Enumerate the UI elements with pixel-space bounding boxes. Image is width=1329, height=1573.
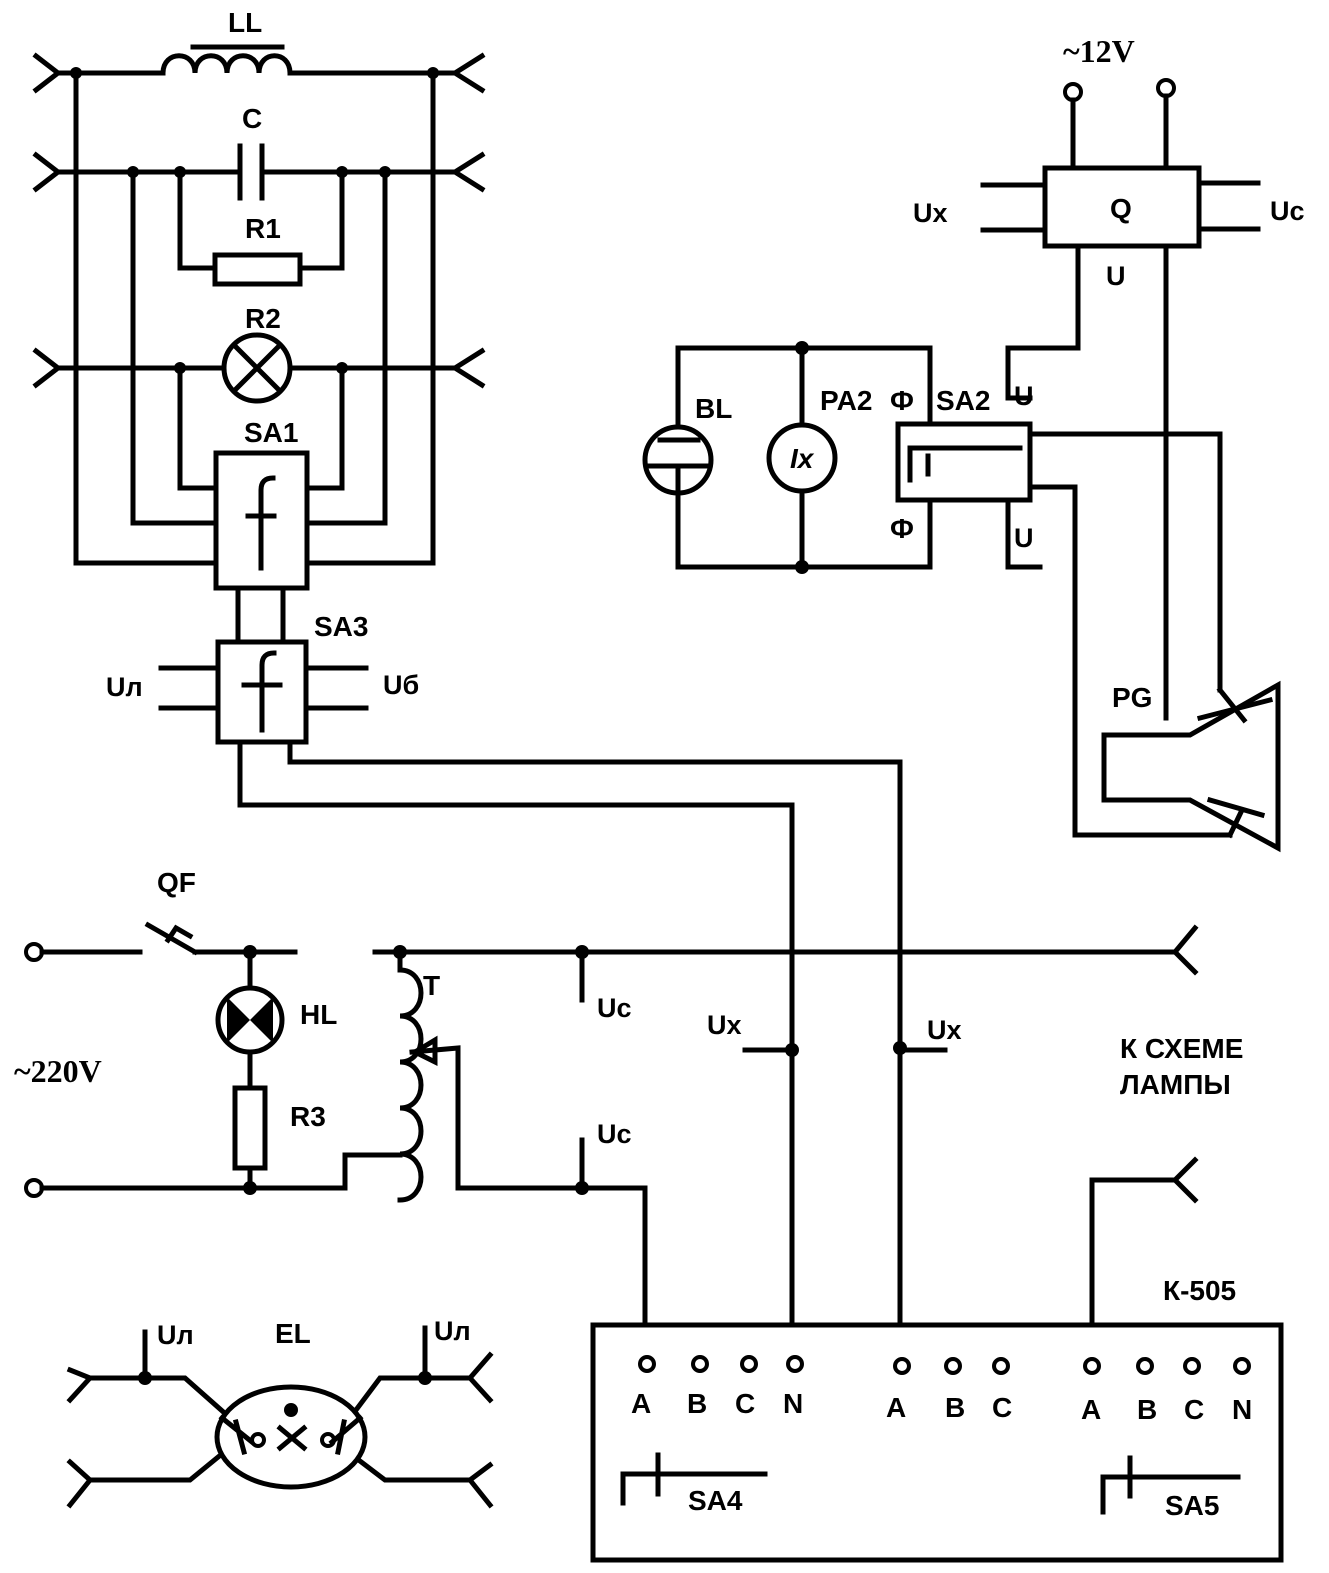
switch-sa1	[213, 450, 310, 591]
switch-sa2	[895, 421, 1233, 838]
meter-pa2	[766, 422, 838, 494]
k505-label-g1-b: B	[687, 1388, 707, 1419]
label-k505: К-505	[1163, 1275, 1236, 1306]
lamp-hl	[215, 985, 285, 1055]
k505-g3-c[interactable]	[1183, 1357, 1201, 1375]
k505-label-g3-b: B	[1137, 1394, 1157, 1425]
k505-g1-n[interactable]	[786, 1355, 804, 1373]
k505-g1-a[interactable]	[638, 1355, 656, 1373]
k505-label-g1-a: A	[631, 1388, 651, 1419]
switch-sa3	[158, 585, 903, 1053]
label-u-sa2-bottom: U	[1014, 523, 1034, 553]
capacitor-c	[237, 143, 265, 201]
switch-sa4	[620, 1452, 768, 1506]
label-r3: R3	[290, 1101, 326, 1132]
label-ll: LL	[228, 7, 262, 38]
label-u-sa2-top: U	[1014, 381, 1034, 411]
k505-label-g1-c: C	[735, 1388, 755, 1419]
switch-q	[980, 165, 1261, 721]
label-el: EL	[275, 1318, 311, 1349]
label-pg: PG	[1112, 682, 1152, 713]
label-uc-bottom: Uc	[597, 1119, 632, 1149]
label-sa3: SA3	[314, 611, 368, 642]
label-sa2: SA2	[936, 385, 990, 416]
k505-unit	[590, 1322, 1284, 1563]
label-phi-top: Ф	[890, 385, 914, 416]
breaker-qf	[144, 921, 199, 956]
label-bl: BL	[695, 393, 732, 424]
label-ub-sa3: Uб	[383, 670, 419, 700]
label-ul-sa3: Uл	[106, 672, 143, 702]
label-qf: QF	[157, 867, 196, 898]
loudspeaker-pg	[1101, 680, 1281, 853]
mains-circuit	[24, 921, 1199, 1365]
switch-sa5	[1100, 1455, 1241, 1515]
k505-g2-b[interactable]	[944, 1357, 962, 1375]
supply-12v	[1063, 78, 1176, 171]
label-hl: HL	[300, 999, 337, 1030]
k505-g3-b[interactable]	[1136, 1357, 1154, 1375]
k505-g3-a[interactable]	[1083, 1357, 1101, 1375]
label-q: Q	[1110, 193, 1132, 224]
label-ux-q: Ux	[913, 198, 948, 228]
k505-label-g3-a: A	[1081, 1394, 1101, 1425]
k505-g2-a[interactable]	[893, 1357, 911, 1375]
ballast-network	[32, 44, 486, 566]
label-sa4: SA4	[688, 1485, 743, 1516]
label-t: T	[423, 970, 440, 1001]
lamp-r2	[221, 332, 293, 404]
label-u-q: U	[1106, 261, 1126, 291]
label-ux-left: Ux	[707, 1010, 742, 1040]
label-ul-el-right: Uл	[434, 1316, 471, 1346]
label-phi-bottom: Ф	[890, 513, 914, 544]
label-sa5: SA5	[1165, 1490, 1219, 1521]
k505-label-g3-c: C	[1184, 1394, 1204, 1425]
inductor-ll	[160, 53, 293, 76]
label-k-scheme-1: К СХЕМЕ	[1120, 1033, 1243, 1064]
label-ix: Ix	[790, 443, 815, 474]
label-12v: ~12V	[1063, 33, 1135, 69]
autotransformer-t	[397, 967, 424, 1203]
lamp-el	[66, 1325, 494, 1509]
k505-label-g2-a: A	[886, 1392, 906, 1423]
k505-label-g2-c: C	[992, 1392, 1012, 1423]
k505-g2-c[interactable]	[992, 1357, 1010, 1375]
label-c: C	[242, 103, 262, 134]
label-ux-right: Ux	[927, 1015, 962, 1045]
resistor-r3	[232, 1085, 268, 1171]
label-sa1: SA1	[244, 417, 298, 448]
label-r1: R1	[245, 213, 281, 244]
k505-g1-c[interactable]	[740, 1355, 758, 1373]
label-r2: R2	[245, 303, 281, 334]
k505-g1-b[interactable]	[691, 1355, 709, 1373]
tube-bl	[642, 424, 714, 497]
label-k-scheme-2: ЛАМПЫ	[1120, 1069, 1231, 1100]
k505-g3-n[interactable]	[1233, 1357, 1251, 1375]
label-uc-top: Uc	[597, 993, 632, 1023]
k505-label-g2-b: B	[945, 1392, 965, 1423]
label-pa2: PA2	[820, 385, 872, 416]
resistor-r1	[212, 252, 303, 287]
k505-label-g1-n: N	[783, 1388, 803, 1419]
label-uc-q: Uc	[1270, 196, 1305, 226]
k505-label-g3-n: N	[1232, 1394, 1252, 1425]
label-220v: ~220V	[14, 1053, 102, 1089]
measuring-circuit	[642, 341, 933, 574]
label-ul-el-left: Uл	[157, 1320, 194, 1350]
